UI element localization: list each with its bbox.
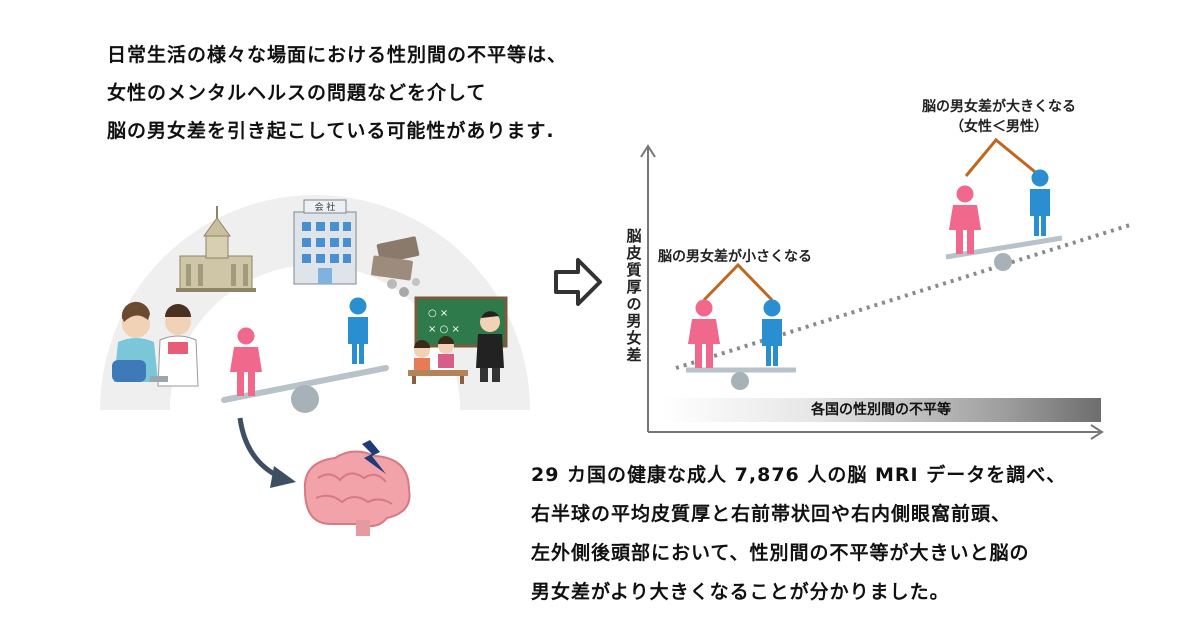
male-figure-icon (1030, 169, 1050, 236)
summary-line: 右半球の平均皮質厚と右前帯状回や右内側眼窩前頭、 (531, 503, 1012, 525)
male-figure-icon (762, 299, 782, 366)
summary-line: 29 カ国の健康な成人 7,876 人の脳 MRI データを調べ、 (531, 464, 1067, 486)
x-axis-bar-label: 各国の性別間の不平等 (811, 402, 951, 418)
left-seesaw (221, 297, 389, 413)
money-icon (371, 236, 420, 297)
company-sign: 会 社 (315, 201, 336, 213)
right-arrow-icon (554, 258, 602, 306)
intro-line: 女性のメンタルヘルスの問題などを介して (107, 82, 487, 104)
chart-axes (640, 144, 1104, 440)
intro-line: 脳の男女差を引き起こしている可能性があります. (107, 120, 555, 142)
large-diff-group (945, 137, 1063, 271)
intro-text: 日常生活の様々な場面における性別間の不平等は、 女性のメンタルヘルスの問題などを… (107, 36, 667, 150)
summary-line: 左外側後頭部において、性別間の不平等が大きいと脳の (531, 542, 1030, 564)
brain-icon (303, 440, 411, 536)
female-figure-icon (949, 185, 981, 254)
svg-text:○ ×: ○ × (428, 308, 448, 319)
large-diff-sublabel: （女性＜男性） (950, 119, 1048, 135)
summary-line: 男女差がより大きくなることが分かりました。 (531, 581, 950, 603)
summary-text: 29 カ国の健康な成人 7,876 人の脳 MRI データを調べ、 右半球の平均… (531, 456, 1171, 612)
y-axis-label: 脳皮質厚の男女差 (626, 227, 642, 364)
company-building-icon: 会 社 (293, 199, 357, 285)
inequality-gradient-bar (661, 398, 1101, 422)
doctor-patient-icon (112, 301, 199, 387)
small-diff-group (686, 262, 796, 390)
large-diff-label: 脳の男女差が大きくなる (922, 99, 1076, 115)
classroom-icon: ○ × × ○ × (408, 296, 508, 384)
intro-line: 日常生活の様々な場面における性別間の不平等は、 (107, 44, 568, 66)
small-diff-label: 脳の男女差が小さくなる (658, 249, 812, 265)
svg-text:× ○ ×: × ○ × (428, 324, 460, 335)
parliament-icon (176, 206, 256, 292)
